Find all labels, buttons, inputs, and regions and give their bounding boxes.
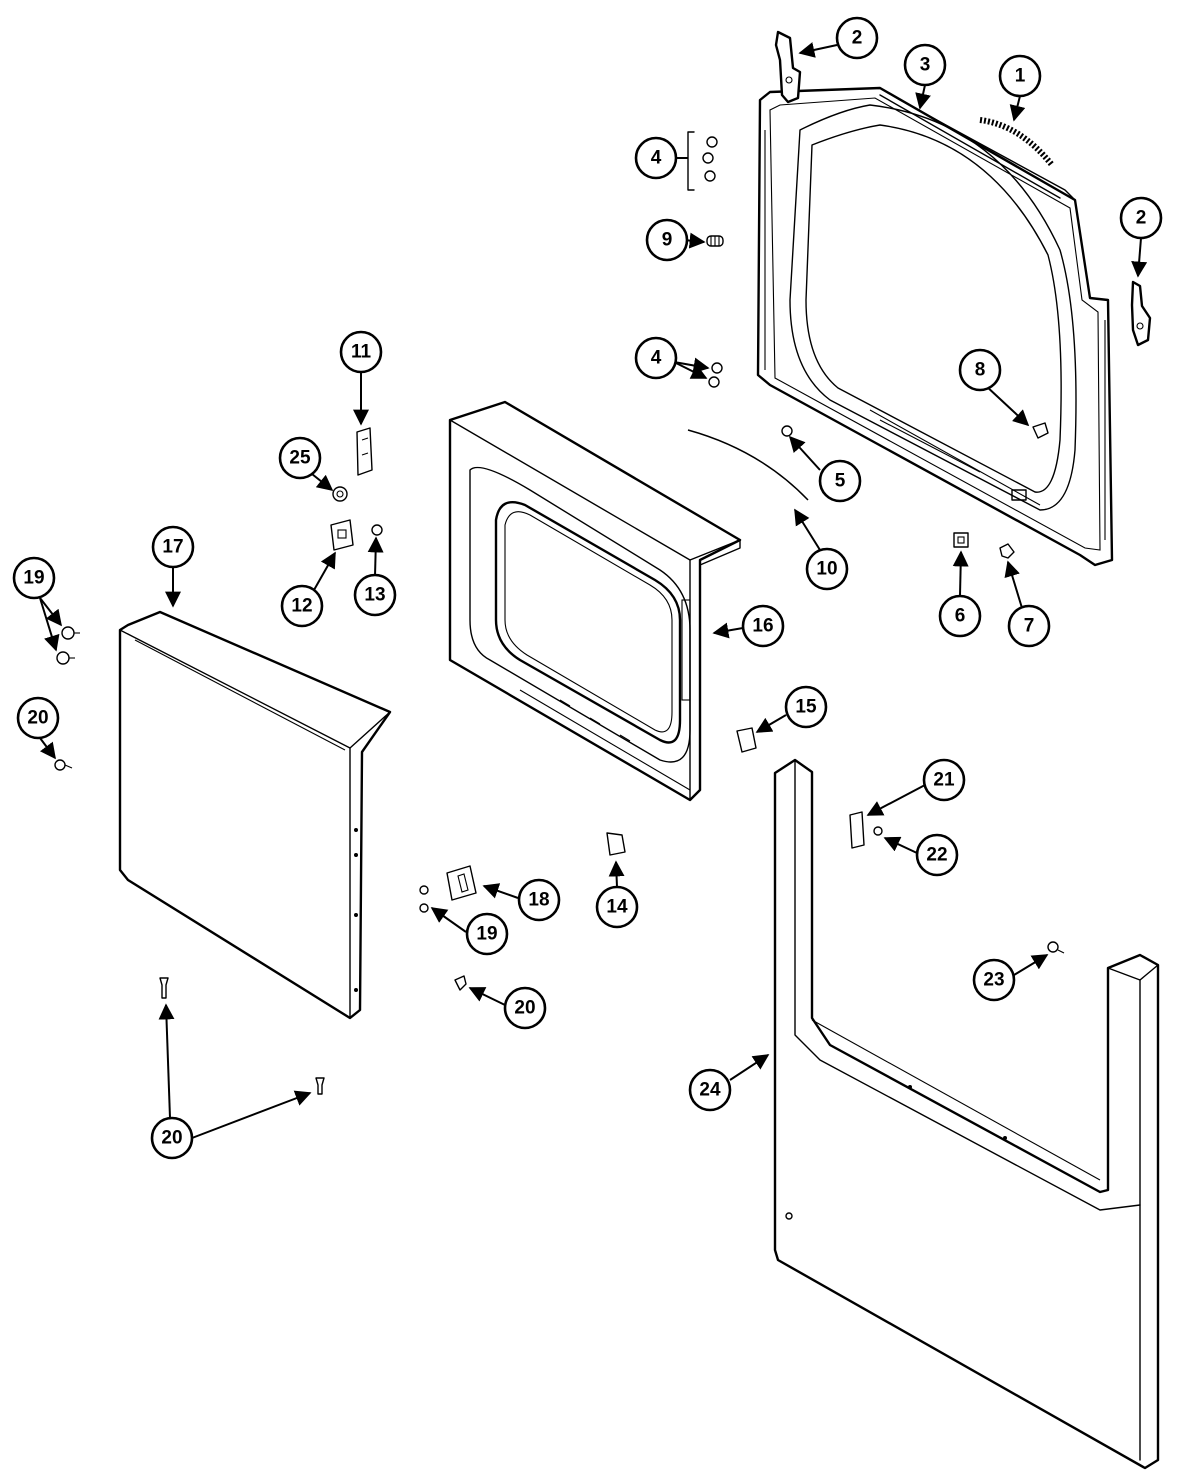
hinge-bracket-11 [356, 427, 373, 476]
callout-25: 25 [278, 436, 322, 480]
callout-16: 16 [741, 604, 785, 648]
callout-7-label: 7 [1024, 616, 1035, 637]
clip-part-15 [736, 727, 757, 753]
screw-part-5 [781, 425, 793, 437]
callout-22: 22 [915, 833, 959, 877]
plug-part-9 [706, 235, 724, 247]
rear-bulkhead-frame [756, 86, 1114, 567]
leader-lines [39, 42, 1148, 1139]
callout-10-label: 10 [816, 559, 837, 580]
screws-part-19-center [419, 885, 429, 913]
callout-23-label: 23 [983, 970, 1004, 991]
callout-19-center: 19 [465, 912, 509, 956]
hinge-part-18 [446, 865, 477, 901]
clip-part-14 [606, 832, 626, 856]
callout-20-center-label: 20 [514, 998, 535, 1019]
bumper-part-25 [332, 486, 348, 502]
callout-4-upper-label: 4 [651, 148, 662, 169]
callout-18: 18 [517, 878, 561, 922]
callout-6: 6 [938, 594, 982, 638]
callout-25-label: 25 [289, 448, 311, 469]
callout-15: 15 [784, 685, 828, 729]
screw-part-20-left [54, 759, 73, 771]
callout-19-center-label: 19 [476, 924, 497, 945]
callout-19-left-label: 19 [23, 568, 44, 589]
screw-set-middle [708, 362, 723, 388]
screw-set-upper [687, 131, 718, 191]
callout-24-label: 24 [699, 1080, 721, 1101]
callout-21-label: 21 [933, 770, 955, 791]
callout-23: 23 [972, 958, 1016, 1002]
callout-21: 21 [922, 758, 966, 802]
front-frame [448, 400, 742, 802]
callout-20-left: 20 [16, 696, 60, 740]
screw-part-23 [1047, 941, 1065, 954]
callout-4-middle: 4 [634, 336, 678, 380]
clip-part-6 [953, 532, 969, 548]
callout-16-label: 16 [752, 616, 773, 637]
callout-1: 1 [998, 54, 1042, 98]
callout-18-label: 18 [528, 890, 549, 911]
screw-part-20-center [454, 975, 467, 991]
callout-8: 8 [958, 348, 1002, 392]
callout-9-label: 9 [662, 230, 673, 251]
callout-13: 13 [353, 573, 397, 617]
callout-5: 5 [818, 459, 862, 503]
callout-4-upper: 4 [634, 136, 678, 180]
callout-8-label: 8 [975, 360, 986, 381]
callout-3: 3 [903, 43, 947, 87]
callout-4-middle-label: 4 [651, 348, 662, 369]
callout-10: 10 [805, 547, 849, 591]
gasket-arc [687, 429, 809, 501]
callout-12: 12 [280, 584, 324, 628]
callout-20-bottom-label: 20 [161, 1128, 182, 1149]
callout-14: 14 [595, 885, 639, 929]
callout-2-upper-label: 2 [852, 28, 863, 49]
screw-part-22 [873, 826, 883, 836]
seal-strip [979, 117, 1055, 167]
callout-13-label: 13 [364, 585, 385, 606]
strike-plate-12 [330, 519, 354, 551]
clip-part-7 [999, 543, 1015, 559]
door-panel [118, 610, 392, 1020]
bracket-upper [774, 30, 802, 104]
clip-part-8 [1032, 422, 1049, 439]
callout-7: 7 [1007, 604, 1051, 648]
callout-3-label: 3 [920, 55, 931, 76]
callout-19-left: 19 [12, 556, 56, 600]
callout-17-label: 17 [162, 537, 183, 558]
callout-11-label: 11 [351, 342, 372, 363]
callout-2-upper: 2 [835, 16, 879, 60]
bracket-right [1130, 280, 1152, 347]
screw-part-20-bottom-b [315, 1077, 325, 1095]
lower-front-panel [773, 758, 1160, 1470]
callout-20-center: 20 [503, 986, 547, 1030]
callout-5-label: 5 [835, 471, 846, 492]
screw-part-20-bottom-a [159, 977, 169, 999]
screws-part-19-left [56, 626, 80, 665]
callout-15-label: 15 [795, 697, 817, 718]
callout-1-label: 1 [1015, 66, 1026, 87]
callout-24: 24 [688, 1068, 732, 1112]
callout-2-right: 2 [1119, 196, 1163, 240]
callout-20-bottom: 20 [150, 1116, 194, 1160]
callout-12-label: 12 [291, 596, 312, 617]
callout-6-label: 6 [955, 606, 966, 627]
callout-2-right-label: 2 [1136, 208, 1147, 229]
bracket-part-21 [849, 811, 865, 849]
callout-9: 9 [645, 218, 689, 262]
callout-20-left-label: 20 [27, 708, 48, 729]
callout-17: 17 [151, 525, 195, 569]
callout-22-label: 22 [926, 845, 947, 866]
callout-14-label: 14 [606, 897, 628, 918]
screw-part-13 [371, 524, 383, 536]
callout-11: 11 [339, 330, 383, 374]
